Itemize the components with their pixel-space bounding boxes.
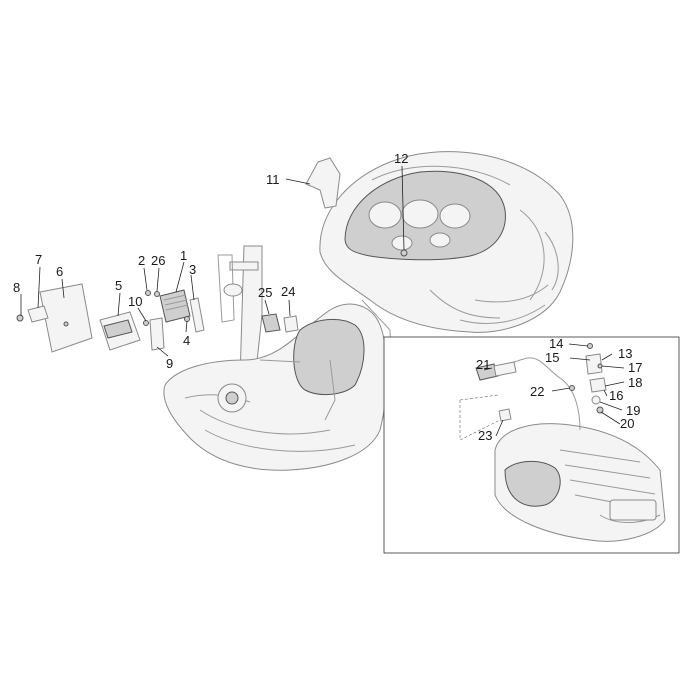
detail-inset (383, 336, 680, 554)
callout-labels: 1 2 3 4 5 6 7 8 9 10 11 12 13 14 15 16 1… (13, 151, 642, 443)
callout-22: 22 (530, 384, 544, 399)
callout-6: 6 (56, 264, 63, 279)
callout-7: 7 (35, 252, 42, 267)
callout-10: 10 (128, 294, 142, 309)
callout-2: 2 (138, 253, 145, 268)
scooter-body-illustration (163, 151, 574, 471)
callout-15: 15 (545, 350, 559, 365)
callout-14: 14 (549, 336, 563, 351)
left-parts-illustration (16, 157, 408, 353)
callout-5: 5 (115, 278, 122, 293)
callout-24: 24 (281, 284, 295, 299)
callout-16: 16 (609, 388, 623, 403)
callout-4: 4 (183, 333, 190, 348)
callout-12: 12 (394, 151, 408, 166)
callout-13: 13 (618, 346, 632, 361)
callout-11: 11 (266, 172, 280, 187)
callout-3: 3 (189, 262, 196, 277)
callout-9: 9 (166, 356, 173, 371)
callout-25: 25 (258, 285, 272, 300)
callout-17: 17 (628, 360, 642, 375)
callout-1: 1 (180, 248, 187, 263)
callout-26: 26 (151, 253, 165, 268)
leader-lines (20, 165, 625, 437)
callout-19: 19 (626, 403, 640, 418)
callout-20: 20 (620, 416, 634, 431)
callout-18: 18 (628, 375, 642, 390)
callout-21: 21 (476, 357, 490, 372)
callout-23: 23 (478, 428, 492, 443)
callout-8: 8 (13, 280, 20, 295)
